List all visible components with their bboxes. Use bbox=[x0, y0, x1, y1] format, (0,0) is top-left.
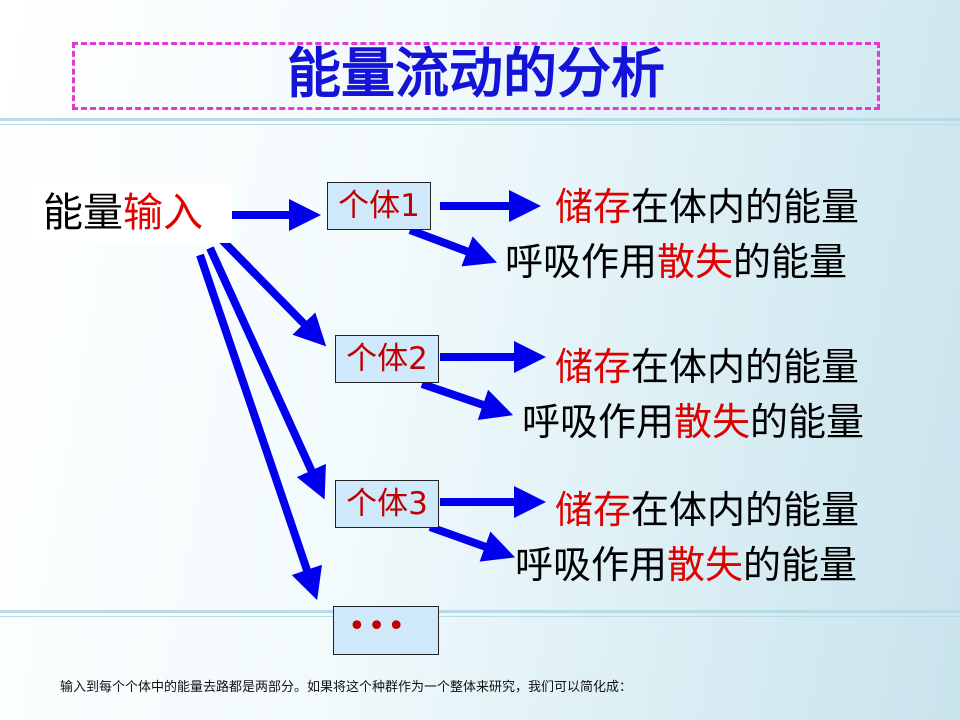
arrow-input-to-more bbox=[196, 253, 323, 601]
footer-note: 输入到每个个体中的能量去路都是两部分。如果将这个种群作为一个整体来研究，我们可以… bbox=[60, 680, 633, 695]
slide-title: 能量流动的分析 bbox=[287, 42, 665, 105]
input-text-black: 能量 bbox=[43, 190, 123, 236]
lost-energy-3: 呼吸作用散失的能量 bbox=[515, 543, 858, 587]
lost-energy-1: 呼吸作用散失的能量 bbox=[505, 240, 848, 284]
energy-input-label: 能量输入 bbox=[33, 183, 232, 243]
individual-1-box: 个体1 bbox=[327, 182, 431, 230]
arrow-3-lost bbox=[428, 523, 516, 562]
individual-2-box: 个体2 bbox=[335, 335, 439, 383]
stored-energy-1: 储存在体内的能量 bbox=[555, 185, 860, 229]
input-text-red: 输入 bbox=[123, 190, 203, 236]
arrow-input-to-3 bbox=[206, 246, 326, 500]
divider-bottom bbox=[0, 610, 960, 613]
lost-energy-2: 呼吸作用散失的能量 bbox=[522, 400, 865, 444]
divider-bottom-thin bbox=[0, 616, 960, 617]
arrow-input-to-2 bbox=[217, 235, 327, 347]
divider-top bbox=[0, 118, 960, 121]
divider-top-thin bbox=[0, 124, 960, 125]
more-individuals-box: ••• bbox=[333, 606, 439, 655]
title-frame bbox=[72, 42, 880, 110]
arrow-2-lost bbox=[420, 380, 514, 420]
individual-3-box: 个体3 bbox=[335, 480, 439, 528]
stored-energy-3: 储存在体内的能量 bbox=[555, 488, 860, 532]
arrow-1-lost bbox=[408, 226, 497, 267]
stored-energy-2: 储存在体内的能量 bbox=[555, 345, 860, 389]
